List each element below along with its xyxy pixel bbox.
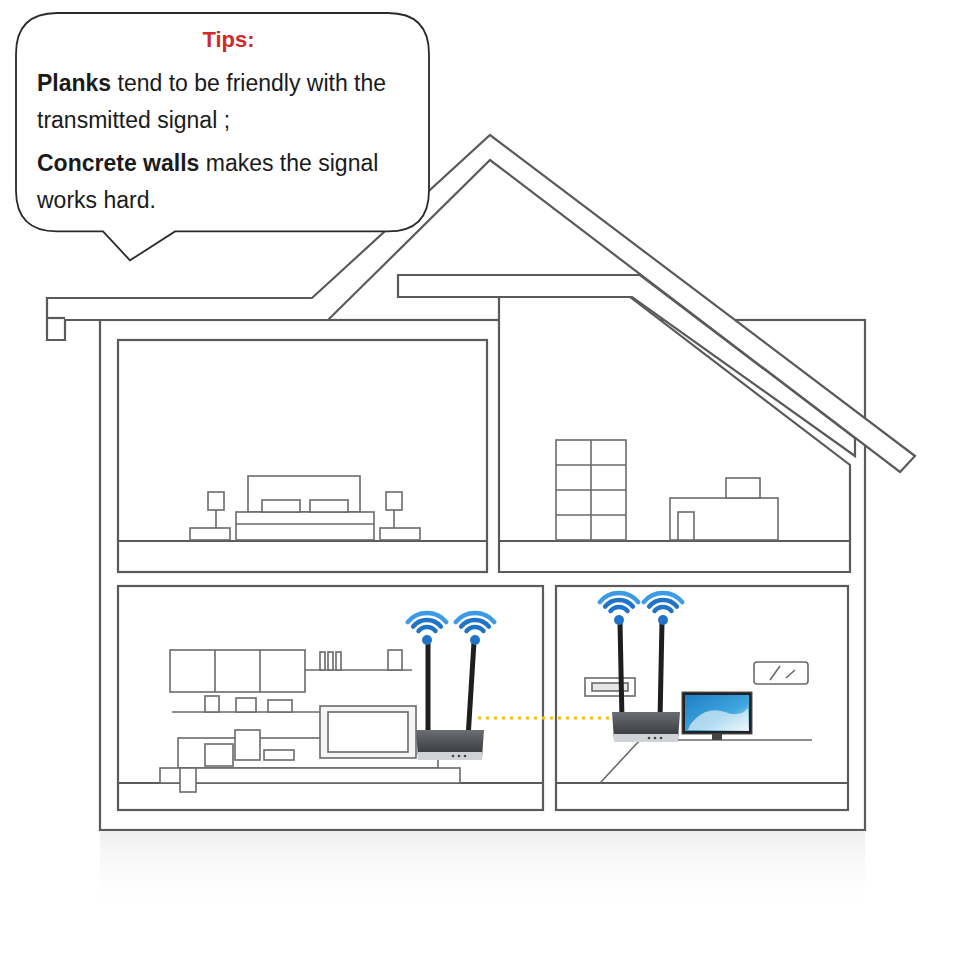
tip-text: Planks tend to be friendly with the tran… (37, 65, 420, 139)
study-room (499, 297, 850, 572)
reflection (100, 832, 865, 912)
living-room (118, 586, 543, 810)
wardrobe-desk (556, 440, 778, 540)
tip-heading: Tips: (37, 22, 420, 57)
signal-line (478, 717, 612, 720)
roof-edge (47, 317, 65, 319)
living-furniture (160, 650, 460, 792)
second-room (556, 586, 848, 810)
tip-text: Concrete walls makes the signal works ha… (37, 145, 420, 219)
bubble-path (16, 13, 429, 260)
bedroom (118, 340, 487, 572)
monitor (682, 692, 752, 740)
transmitter (416, 642, 484, 760)
bed (190, 476, 420, 540)
speech-bubble: Tips: Planks tend to be friendly with the… (15, 12, 430, 232)
receiver (612, 622, 680, 742)
wifi-icons (408, 593, 683, 645)
